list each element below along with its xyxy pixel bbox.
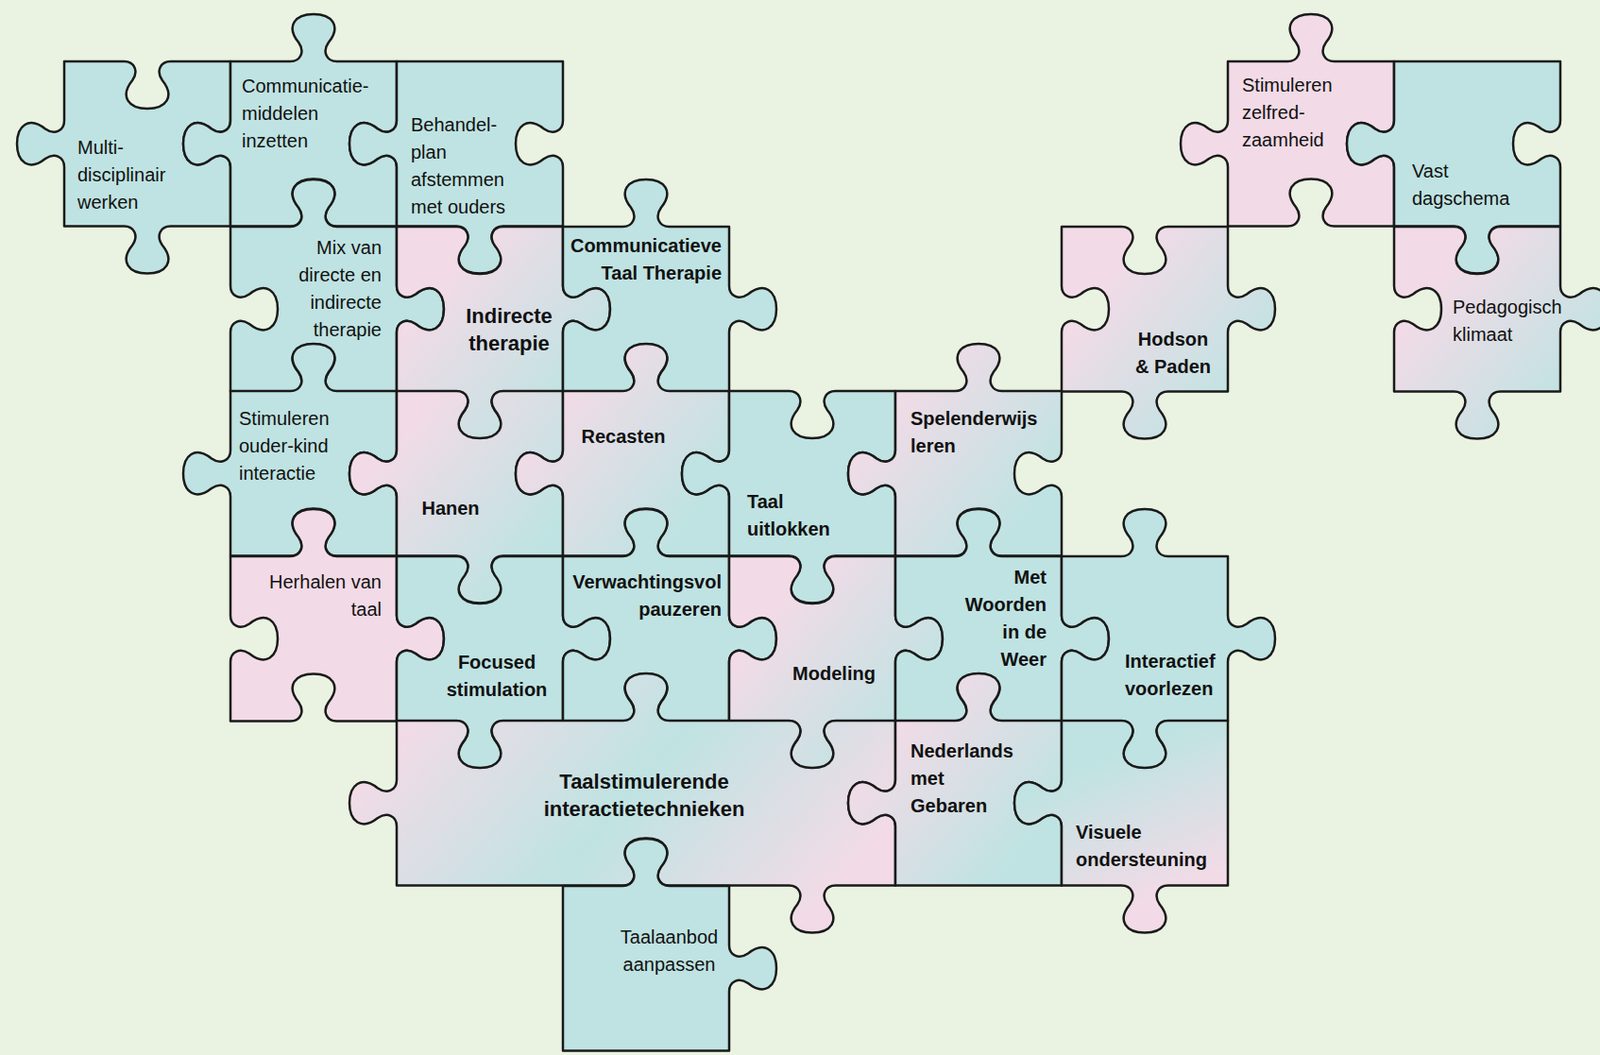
piece-label: Communicatie- middelen inzetten: [241, 72, 379, 155]
piece-label: Hanen: [417, 494, 484, 523]
piece-label: Taalstimulerende interactietechnieken: [530, 767, 758, 823]
piece-shape: [848, 343, 1062, 557]
piece-label: Focused stimulation: [440, 648, 554, 704]
puzzle-piece: Herhalen van taal: [230, 556, 397, 722]
puzzle-piece: Modeling: [729, 556, 896, 722]
piece-label: Nederlands met Gebaren: [910, 737, 1020, 820]
puzzle-piece: Visuele ondersteuning: [1061, 720, 1228, 886]
piece-label: Communicatieve Taal Therapie: [565, 232, 722, 288]
piece-label: Spelenderwijs leren: [910, 405, 1043, 460]
piece-label: Multi- disciplinair werken: [77, 134, 182, 217]
piece-shape: [562, 838, 777, 1052]
piece-label: Stimuleren ouder-kind interactie: [238, 405, 334, 488]
puzzle-piece: Behandel- plan afstemmen met ouders: [396, 61, 563, 227]
piece-label: Pedagogisch klimaat: [1452, 293, 1566, 349]
piece-label: Indirecte therapie: [457, 302, 562, 358]
puzzle-piece: Focused stimulation: [396, 556, 563, 722]
piece-label: Met Woorden in de Weer: [956, 563, 1047, 674]
piece-shape: [183, 14, 397, 227]
puzzle-piece: Interactief voorlezen: [1061, 556, 1228, 722]
piece-shape: [17, 61, 231, 274]
piece-shape: [562, 179, 777, 392]
piece-label: Hodson & Paden: [1131, 325, 1215, 381]
puzzle-piece: Vast dagschema: [1394, 61, 1561, 227]
piece-shape: [515, 343, 730, 557]
piece-label: Behandel- plan afstemmen met ouders: [410, 111, 529, 222]
piece-label: Taalaanbod aanpassen: [614, 923, 724, 979]
piece-shape: [1014, 720, 1228, 934]
piece-label: Recasten: [576, 423, 671, 451]
piece-label: Visuele ondersteuning: [1075, 818, 1218, 874]
piece-label: Stimuleren zelfred- zaamheid: [1242, 71, 1337, 154]
piece-shape: [848, 673, 1062, 886]
puzzle-piece: Pedagogisch klimaat: [1394, 226, 1561, 392]
puzzle-piece: Taalaanbod aanpassen: [562, 885, 730, 1052]
piece-label: Taal uitlokken: [747, 488, 852, 544]
piece-label: Verwachtingsvol pauzeren: [568, 568, 722, 624]
piece-shape: [1394, 226, 1600, 440]
piece-shape: [1180, 14, 1395, 227]
piece-label: Vast dagschema: [1412, 157, 1521, 213]
piece-label: Interactief voorlezen: [1124, 647, 1227, 703]
piece-label: Mix van directe en indirecte therapie: [275, 234, 382, 344]
piece-shape: [1061, 226, 1276, 440]
piece-shape: [183, 343, 397, 557]
puzzle-piece: Indirecte therapie: [396, 226, 563, 392]
piece-label: Modeling: [788, 660, 880, 688]
puzzle-piece: Hodson & Paden: [1061, 226, 1228, 392]
piece-outline: [1004, 663, 1285, 943]
piece-label: Herhalen van taal: [263, 568, 382, 624]
